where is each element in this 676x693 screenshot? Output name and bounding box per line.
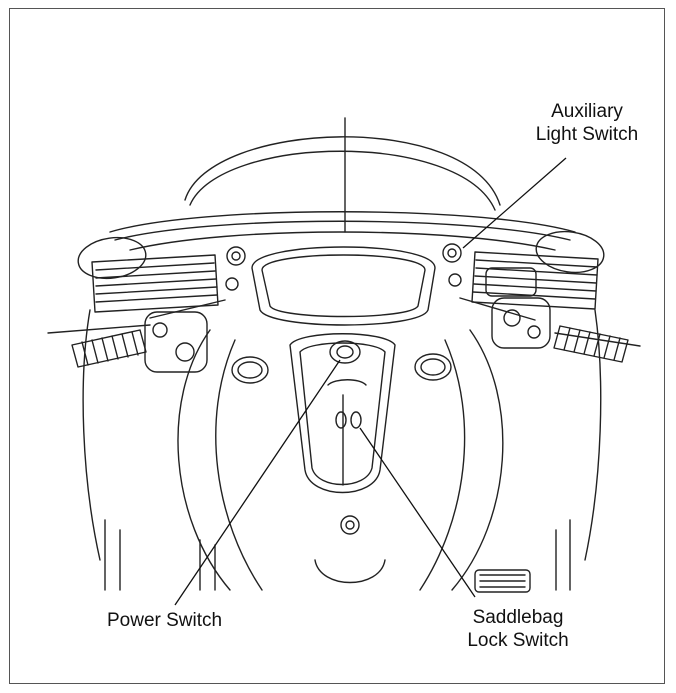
power-switch-knob [329,340,361,364]
label-line: Saddlebag [472,607,564,628]
right-speaker-grille [471,251,599,310]
leader-auxiliary-light-switch [462,157,567,249]
leader-power-switch [174,359,341,606]
fairing [109,211,576,233]
label-line: Lock Switch [467,630,569,651]
windshield [184,136,501,206]
label-line: Light Switch [535,124,639,145]
right-switch-housing [491,297,551,349]
right-handlebar [459,297,641,347]
left-handlebar [47,299,226,334]
saddlebag-lock-switch-right [350,411,362,429]
left-switch-housing [144,311,208,373]
label-line: Power Switch [107,610,223,631]
right-mirror [535,230,605,274]
instrument-cluster [251,246,436,326]
leader-saddlebag-lock-switch [359,427,476,598]
saddlebag-lock-switch-left [335,411,347,429]
left-grip [71,329,147,368]
left-mirror [77,236,147,280]
left-speaker-grille [91,254,219,313]
label-saddlebag-lock-switch: Saddlebag Lock Switch [448,606,588,652]
right-grip [553,325,629,363]
tank-console [289,333,396,494]
label-power-switch: Power Switch [107,609,222,632]
label-auxiliary-light-switch: Auxiliary Light Switch [522,100,652,146]
fuel-tank [177,329,231,591]
label-line: Auxiliary [551,101,623,122]
